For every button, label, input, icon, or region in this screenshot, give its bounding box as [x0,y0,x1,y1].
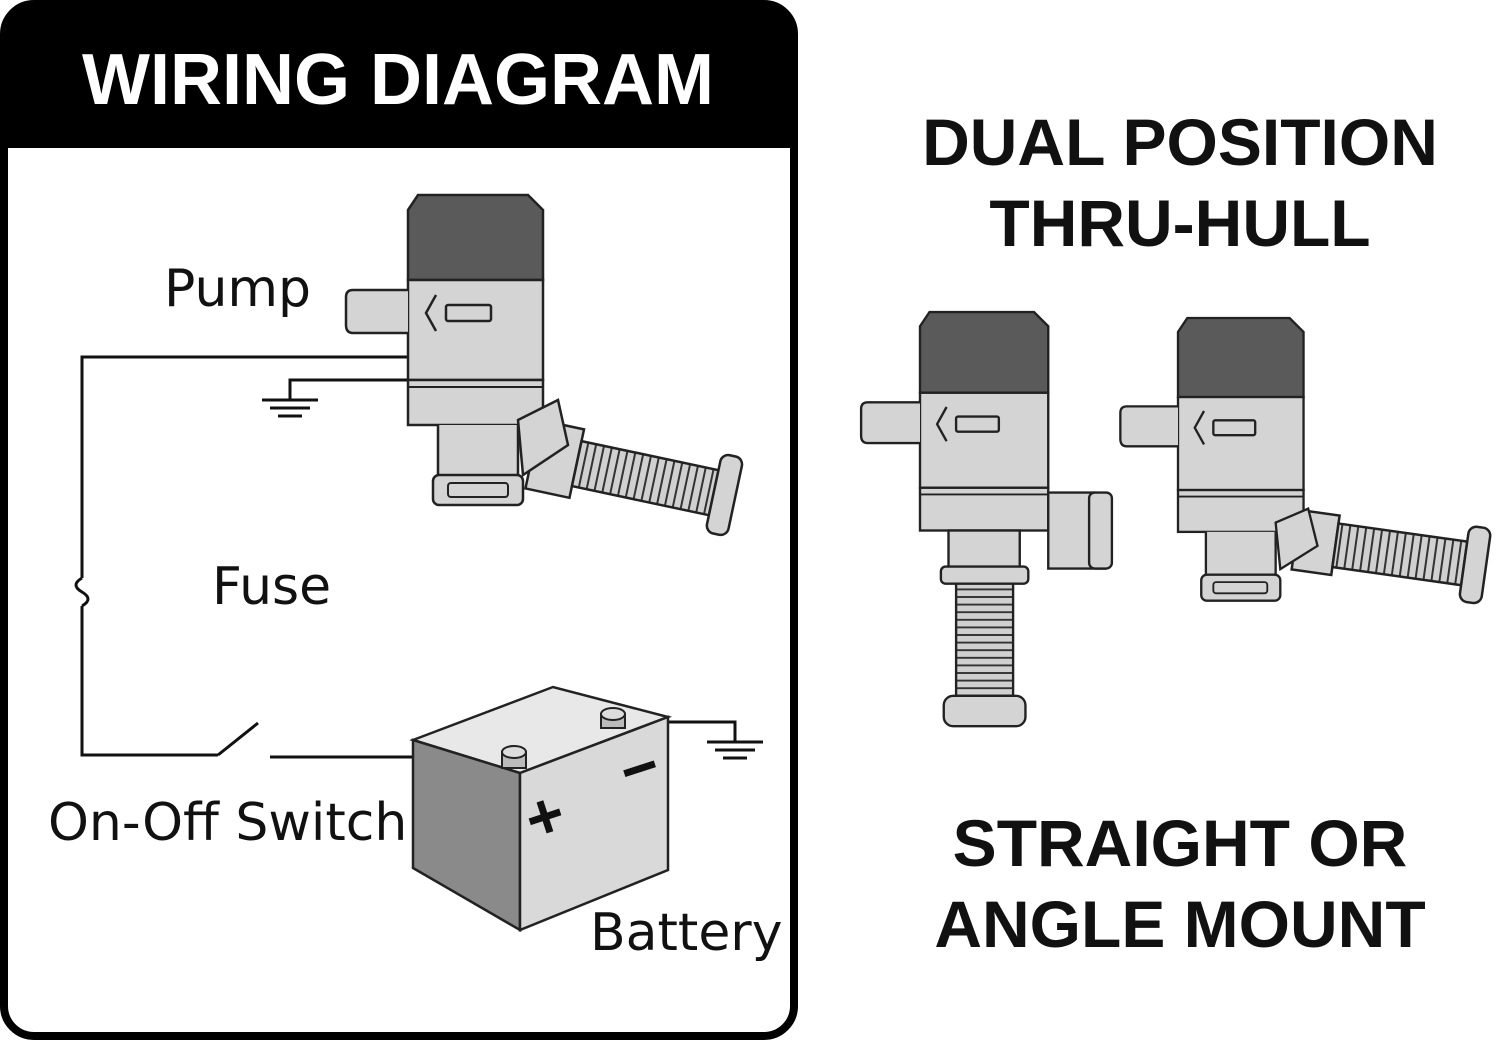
feature-bottom-line2: ANGLE MOUNT [934,887,1425,961]
battery-illustration: + − [409,685,673,933]
panel-title: WIRING DIAGRAM [82,40,714,120]
pump-straight-mount [859,310,1114,728]
pump-angle-mount [1119,316,1492,605]
switch-lever [217,721,259,757]
panel-header [4,4,794,148]
fuse-label: Fuse [212,557,331,617]
battery-ground-icon [707,740,763,760]
positive-terminal [501,745,527,769]
battery-front [518,715,670,932]
feature-bottom: STRAIGHT OR ANGLE MOUNT [934,806,1425,961]
feature-top-line2: THRU-HULL [989,186,1370,260]
pump-ground-icon [262,398,318,418]
pump-label: Pump [164,259,311,319]
panel-border [0,0,798,1040]
negative-terminal [600,707,626,729]
switch-label: On-Off Switch [48,793,407,853]
feature-bottom-line1: STRAIGHT OR [953,806,1408,880]
battery-label: Battery [590,903,782,963]
feature-top-line1: DUAL POSITION [922,105,1438,179]
circuit-wires [74,355,763,760]
feature-top: DUAL POSITION THRU-HULL [922,105,1438,260]
wiring-panel: WIRING DIAGRAM [0,0,798,1040]
pump-illustration [344,193,744,537]
fuse-symbol [74,576,90,608]
